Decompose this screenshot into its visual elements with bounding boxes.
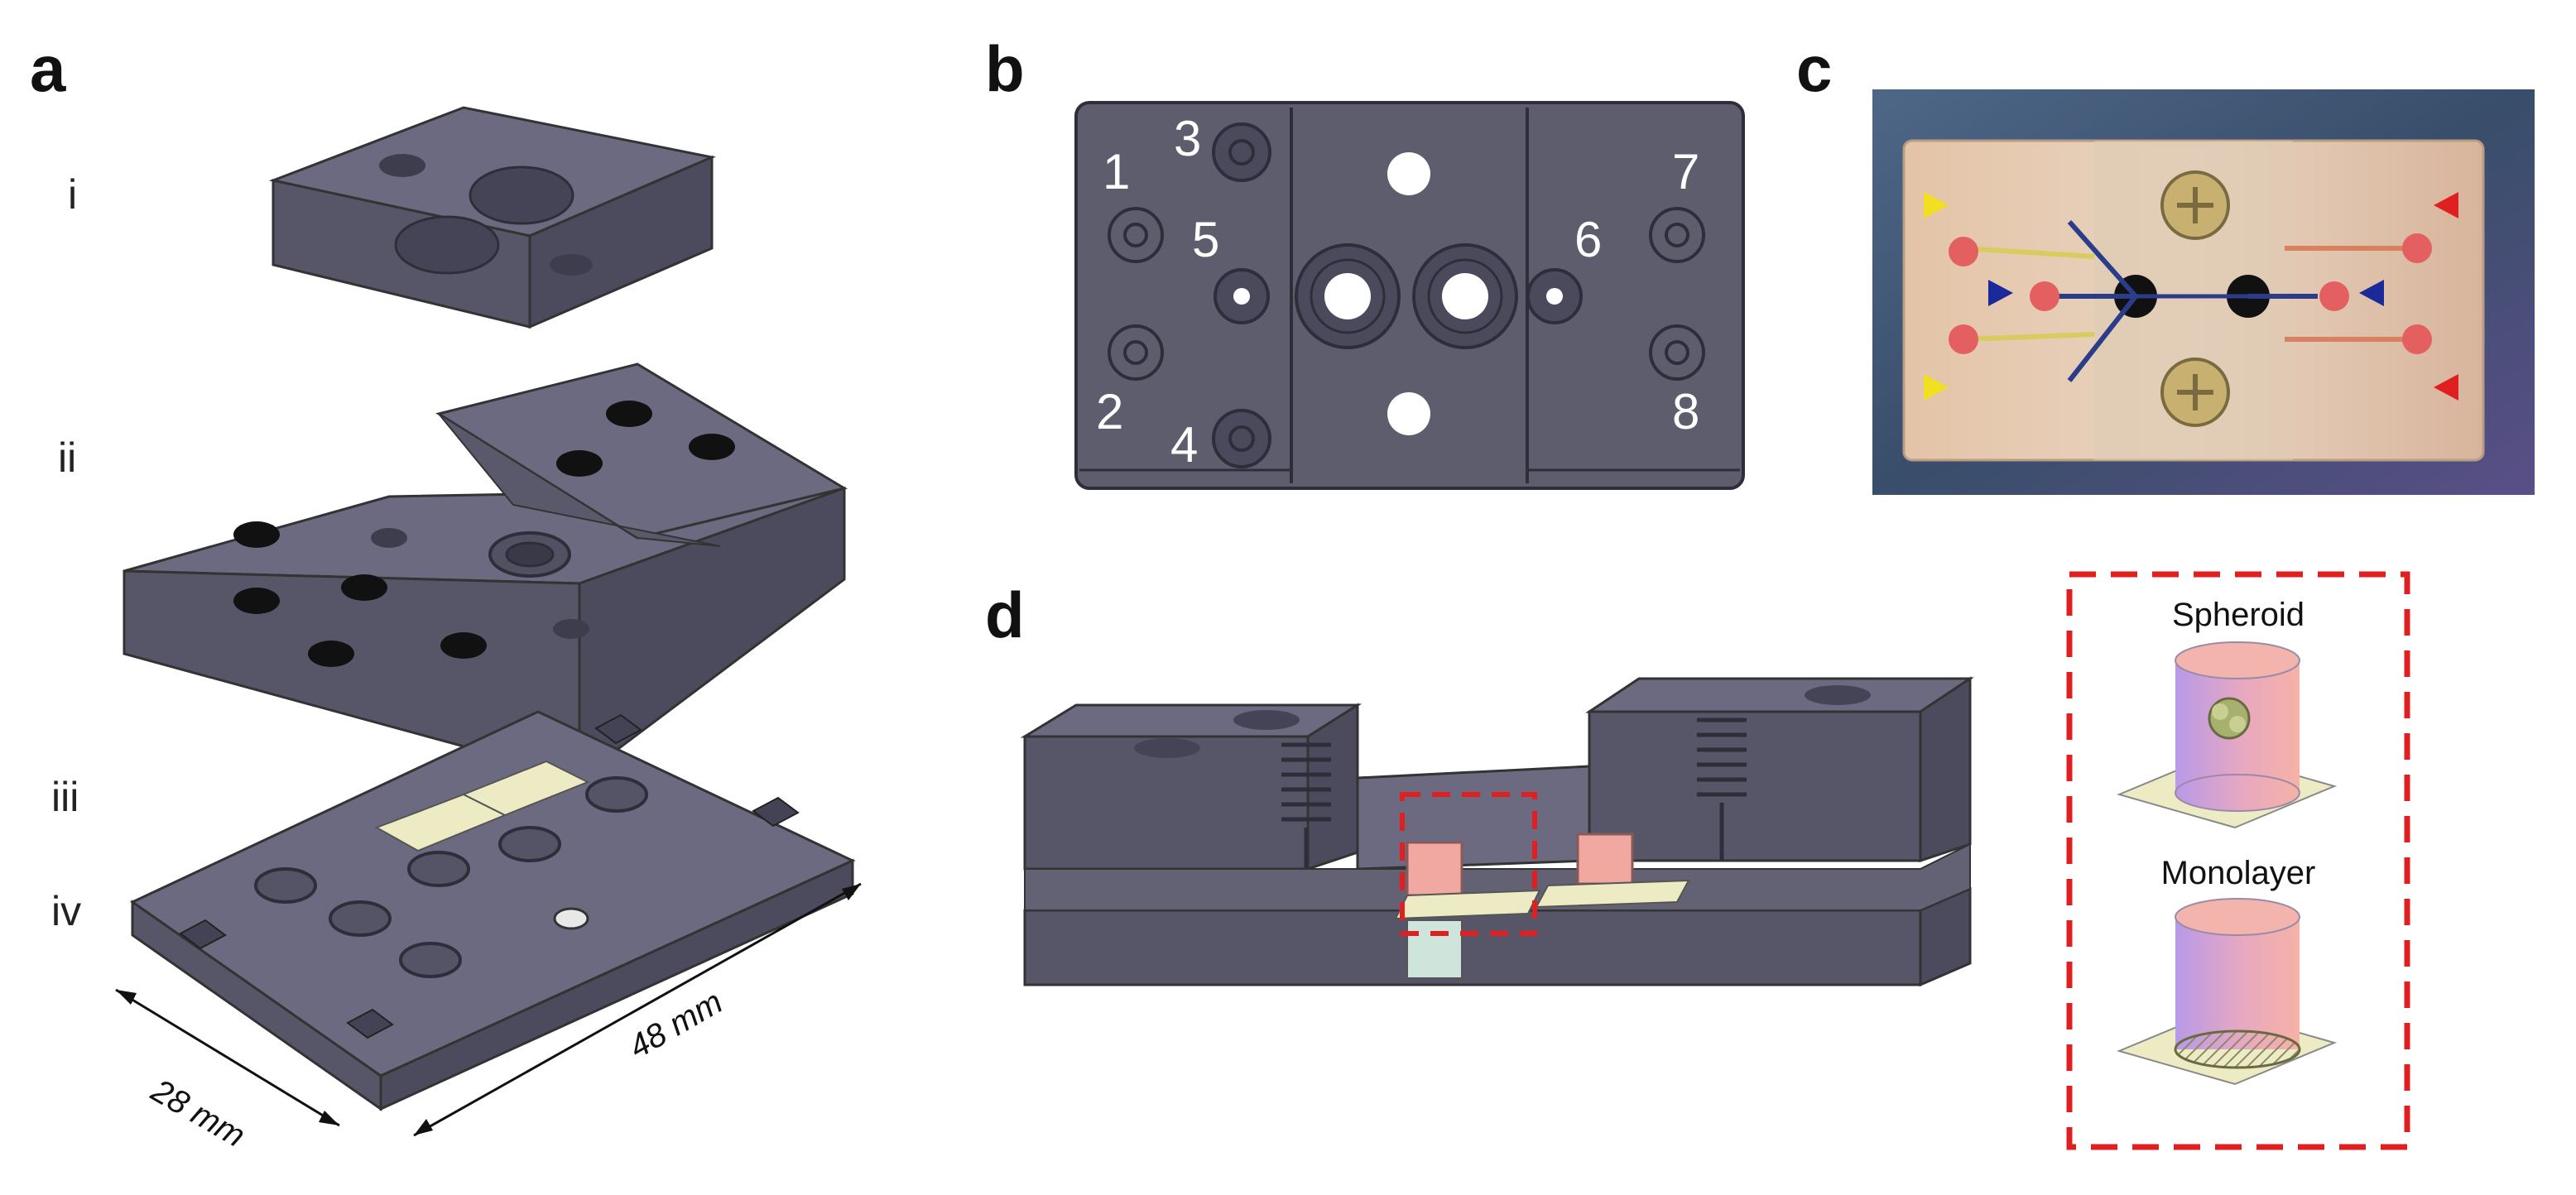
dimension-length: 48 mm [623, 984, 729, 1066]
callout-box [1400, 792, 1537, 936]
layer-label-iv: iv [51, 888, 81, 934]
port-label-3: 3 [1174, 111, 1201, 166]
arrow-red-top [2434, 192, 2458, 218]
dimension-width: 28 mm [145, 1072, 252, 1154]
cross-membrane-right [1535, 879, 1690, 909]
device-photo [1872, 89, 2535, 495]
tissue-right [1576, 833, 1634, 885]
port-label-5: 5 [1192, 212, 1219, 267]
port-label-4: 4 [1170, 417, 1198, 473]
spheroid-model [2116, 641, 2338, 829]
layer-iv-base-plate [130, 710, 856, 1111]
layer-label-i: i [68, 171, 77, 218]
top-view-plate [1074, 101, 1745, 490]
port-label-7: 7 [1672, 144, 1699, 199]
membrane-right [461, 760, 590, 817]
arrow-yellow-bottom [1924, 374, 1949, 401]
layer-label-iii: iii [51, 774, 79, 820]
port-label-2: 2 [1096, 384, 1123, 439]
arrow-blue-left [1988, 280, 2013, 306]
inset-box: Spheroid Monolayer [2066, 571, 2410, 1150]
arrow-blue-right [2359, 280, 2384, 306]
panel-c-letter: c [1796, 32, 1832, 105]
port-label-6: 6 [1574, 212, 1602, 267]
panel-a-letter: a [30, 32, 66, 105]
panel-c: c [1796, 32, 2535, 495]
inset-label-spheroid: Spheroid [2172, 597, 2304, 633]
arrow-yellow-top [1924, 192, 1949, 218]
layer-label-ii: ii [58, 434, 76, 481]
panel-d-letter: d [985, 578, 1025, 651]
inset-label-monolayer: Monolayer [2161, 855, 2316, 891]
cross-section-device [1020, 676, 1974, 987]
panel-a: a i ii iii iv [30, 32, 862, 1154]
port-rings [1108, 122, 1705, 468]
monolayer-model [2116, 898, 2338, 1086]
layer-i-top-block [268, 106, 717, 329]
panel-d: d [985, 571, 2410, 1150]
panel-b: b [985, 32, 1745, 490]
port-label-8: 8 [1672, 384, 1699, 439]
cross-membrane-left [1394, 889, 1541, 920]
panel-b-letter: b [985, 32, 1025, 105]
tissue-left [1406, 841, 1463, 897]
arrow-red-bottom [2434, 374, 2458, 401]
port-label-1: 1 [1103, 144, 1130, 199]
layer-ii-middle-block [123, 362, 848, 780]
